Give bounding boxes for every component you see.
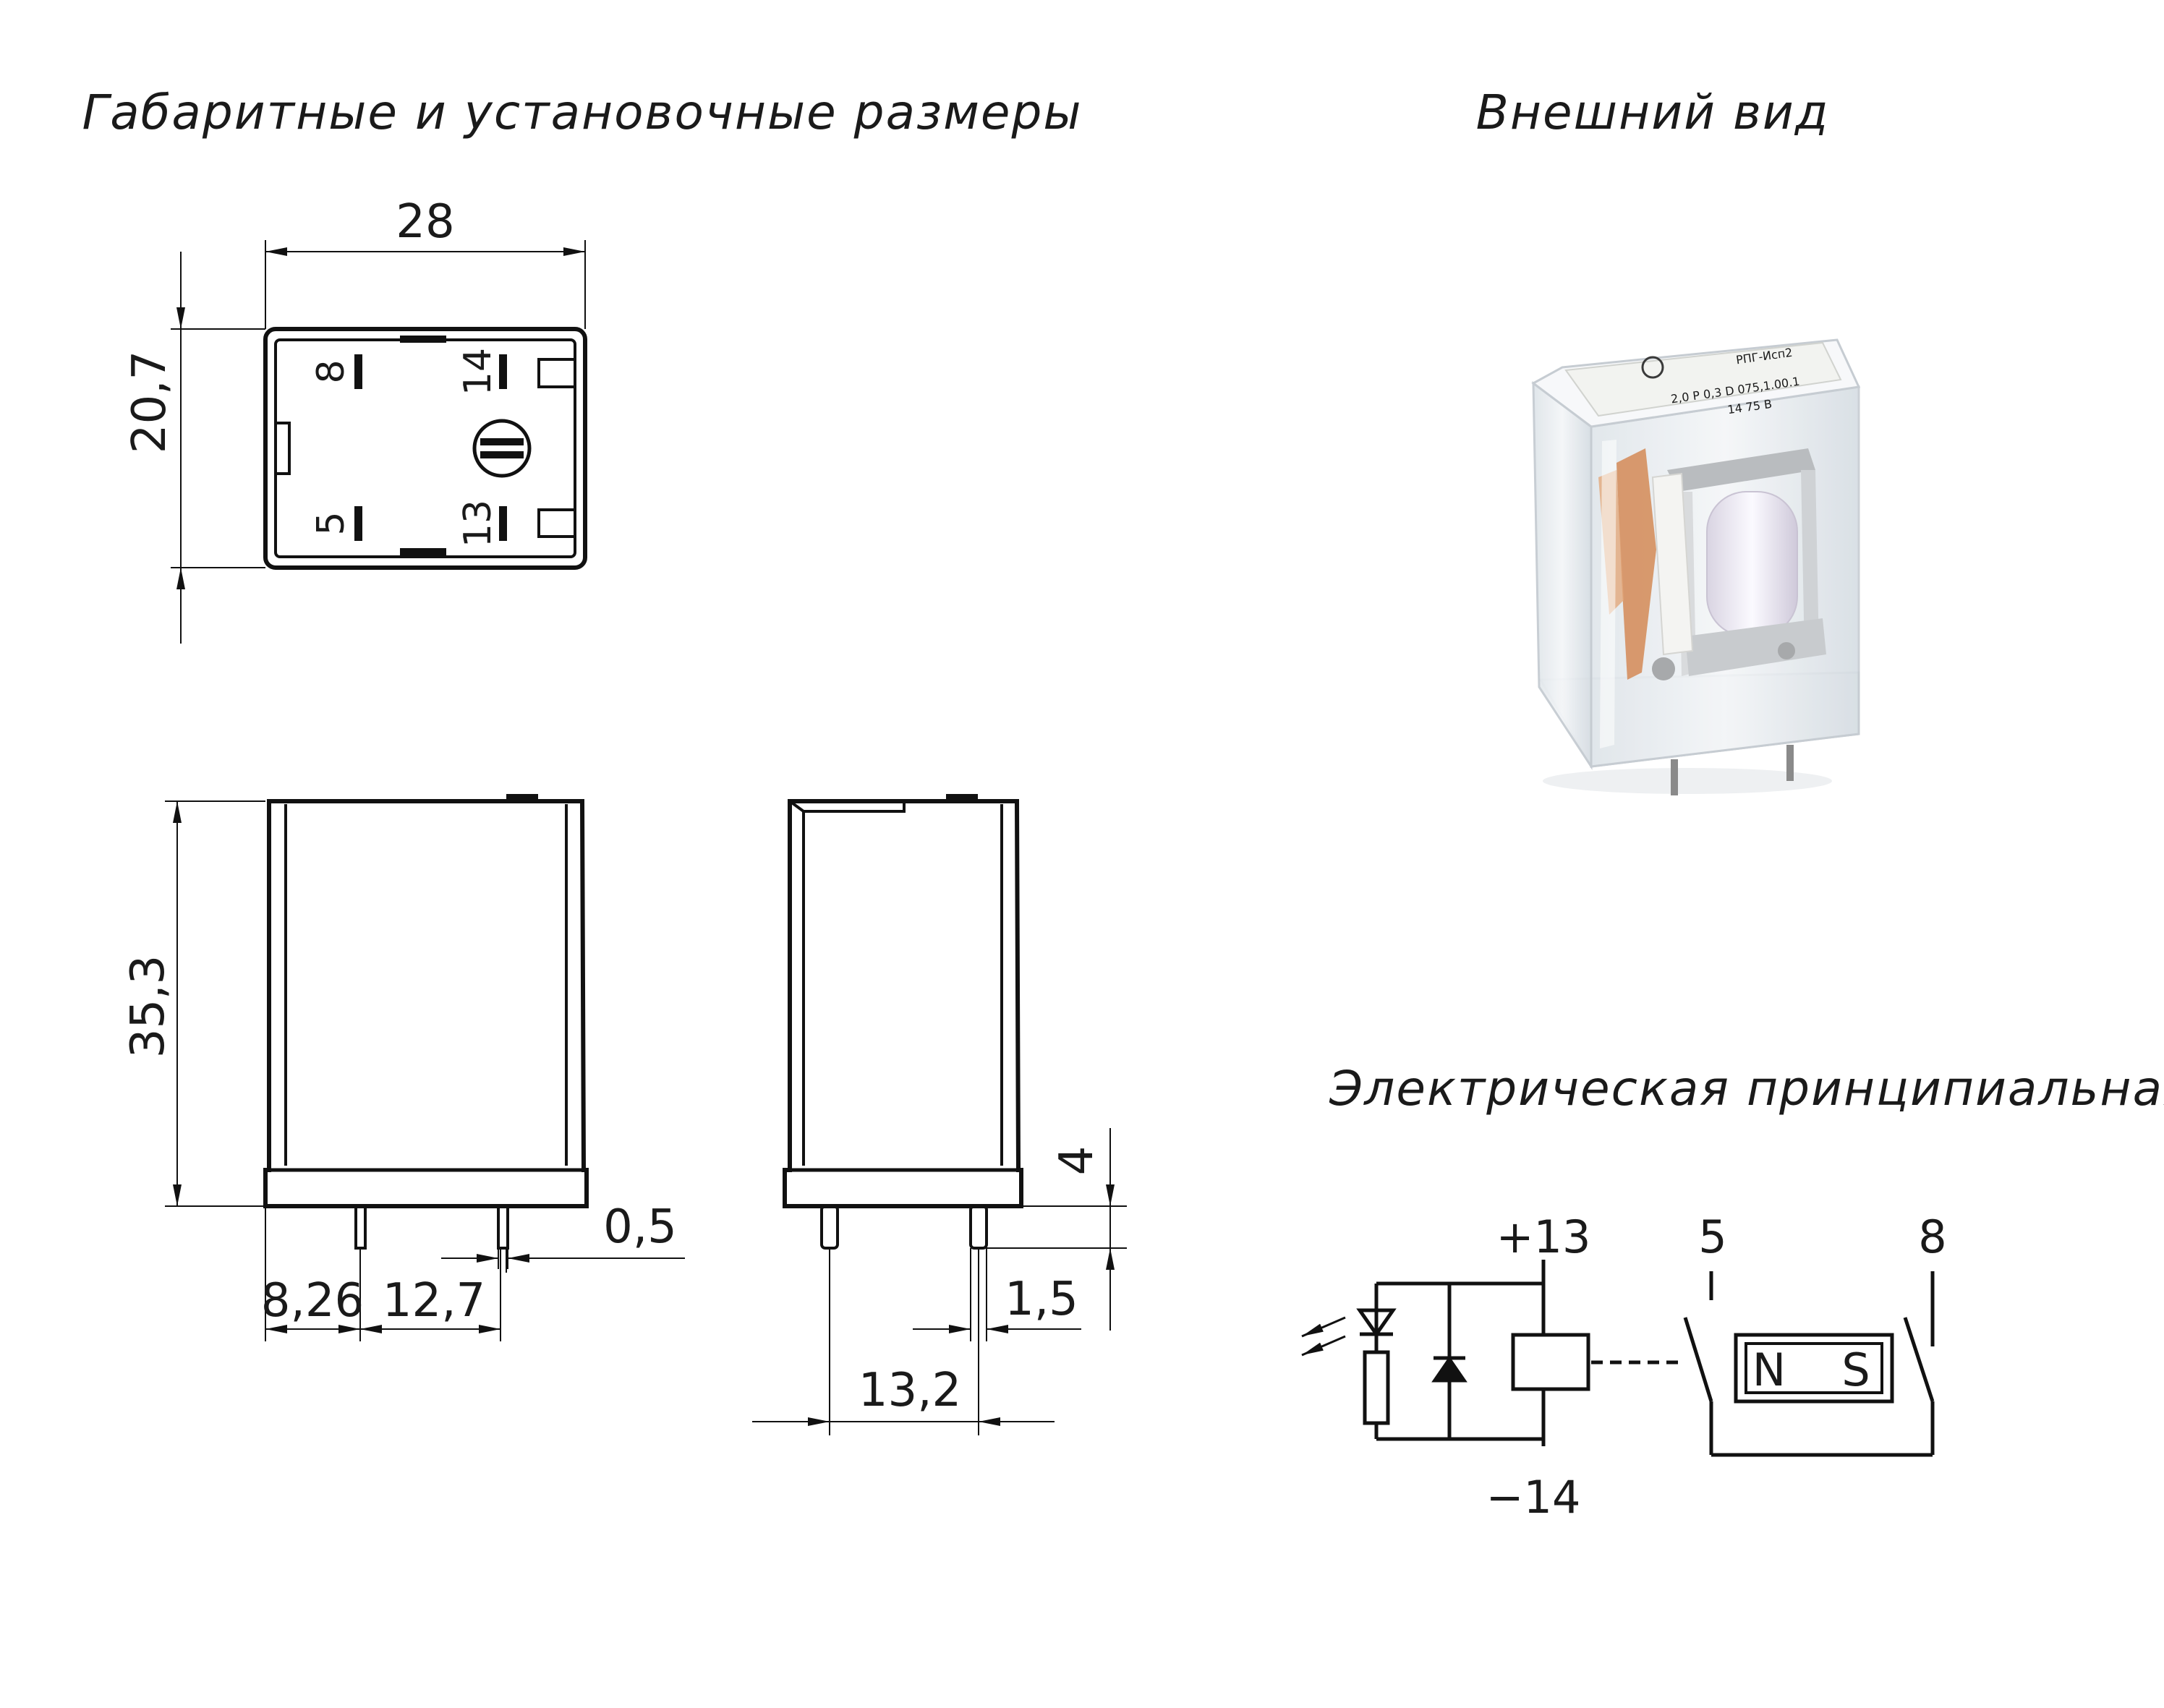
terminal-minus-14: −14 [1486, 1471, 1581, 1524]
pin-label-8: 8 [310, 359, 353, 383]
appearance-title: Внешний вид [1476, 85, 1830, 140]
side-view: 4 1,5 13,2 [752, 794, 1127, 1435]
dim-pin-spacing-12-7: 12,7 [383, 1274, 486, 1328]
dim-pin-length-4: 4 [1050, 1146, 1104, 1176]
dim-side-pin-spacing-13-2: 13,2 [859, 1364, 962, 1417]
magnet-south: S [1841, 1344, 1870, 1396]
dim-width-28: 28 [396, 195, 454, 249]
top-view: 8 14 5 13 28 20,7 [123, 195, 587, 644]
dim-pin-offset-8-26: 8,26 [261, 1274, 365, 1328]
relay-photo: РПГ-Исп2 2,0 Р 0,3 D 075,1.00.1 14 75 В [1531, 338, 1861, 795]
pin-label-13: 13 [456, 500, 500, 547]
contact-label-8: 8 [1918, 1210, 1946, 1263]
electrical-schematic: +13 −14 5 8 N S [1301, 1210, 1947, 1524]
dim-height-20-7: 20,7 [123, 351, 176, 454]
pin-label-14: 14 [456, 348, 500, 396]
front-view: 35,3 8,26 12,7 0,5 [122, 794, 685, 1341]
contact-label-5: 5 [1698, 1210, 1726, 1263]
dim-height-35-3: 35,3 [122, 955, 175, 1059]
dim-side-pin-width-1-5: 1,5 [1005, 1273, 1078, 1326]
magnet-north: N [1752, 1344, 1786, 1396]
terminal-plus-13: +13 [1496, 1210, 1591, 1263]
schematic-title: Электрическая принципиальная схема [1329, 1061, 2164, 1116]
dim-pin-width-0-5: 0,5 [603, 1200, 677, 1254]
dimensions-title: Габаритные и установочные размеры [82, 85, 1082, 140]
pin-label-5: 5 [310, 511, 353, 535]
